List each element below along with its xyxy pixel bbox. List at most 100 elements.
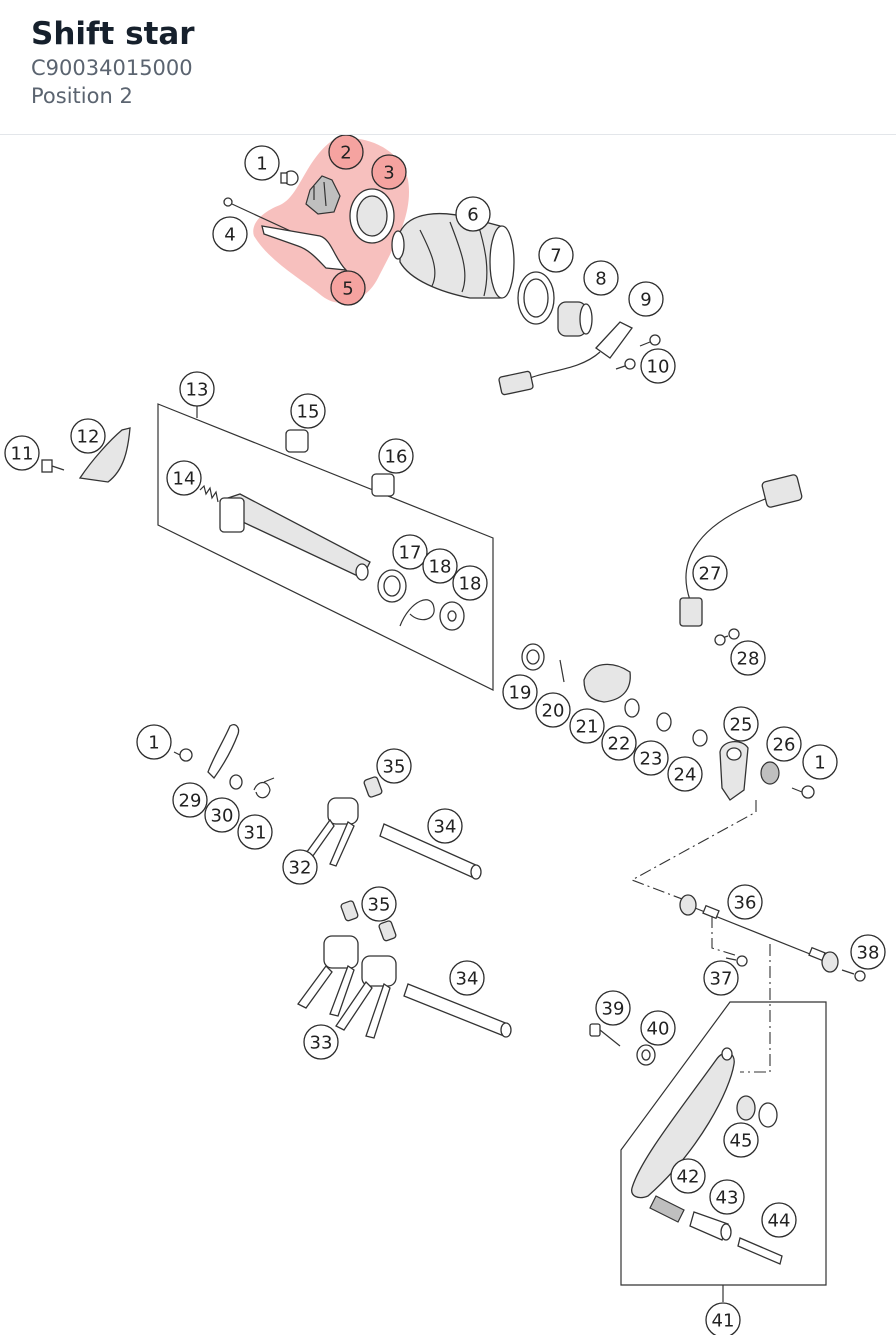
callout-18[interactable]: 18 <box>452 565 488 601</box>
callout-43[interactable]: 43 <box>709 1179 745 1215</box>
callout-31[interactable]: 31 <box>237 814 273 850</box>
callout-circle <box>392 534 428 570</box>
callout-number: 43 <box>716 1188 739 1209</box>
exploded-parts-diagram: 1234567891011121314151617181819202122232… <box>4 135 886 1335</box>
callout-circle <box>538 237 574 273</box>
callout-14[interactable]: 14 <box>166 460 202 496</box>
oil-seal-part <box>521 643 545 671</box>
sensor-holder-part <box>557 301 593 337</box>
callout-circle <box>166 460 202 496</box>
callout-28[interactable]: 28 <box>730 640 766 676</box>
bearing-lever-part <box>736 1095 778 1128</box>
washer-left-part <box>229 774 243 790</box>
callout-18[interactable]: 18 <box>422 548 458 584</box>
callout-number: 26 <box>773 735 796 756</box>
callout-11[interactable]: 11 <box>4 435 40 471</box>
pin-part <box>559 659 565 683</box>
spring-part <box>199 484 219 503</box>
callout-41[interactable]: 41 <box>705 1302 741 1335</box>
callout-22[interactable]: 22 <box>601 725 637 761</box>
callout-35[interactable]: 35 <box>361 886 397 922</box>
callout-32[interactable]: 32 <box>282 849 318 885</box>
callout-3[interactable]: 3 <box>371 154 407 190</box>
shift-shaft-part <box>219 493 371 581</box>
callout-21[interactable]: 21 <box>569 708 605 744</box>
callout-45[interactable]: 45 <box>723 1122 759 1158</box>
callout-number: 41 <box>712 1311 735 1332</box>
gear-position-sensor-part <box>498 321 633 396</box>
callout-25[interactable]: 25 <box>723 706 759 742</box>
callout-6[interactable]: 6 <box>455 196 491 232</box>
callout-36[interactable]: 36 <box>727 884 763 920</box>
callout-circle <box>452 565 488 601</box>
callout-13[interactable]: 13 <box>179 371 215 407</box>
washer-small-part <box>656 712 672 732</box>
callout-1[interactable]: 1 <box>136 724 172 760</box>
circlip-part <box>399 599 435 627</box>
callout-1[interactable]: 1 <box>244 145 280 181</box>
callout-16[interactable]: 16 <box>378 438 414 474</box>
callout-26[interactable]: 26 <box>766 726 802 762</box>
callout-15[interactable]: 15 <box>290 393 326 429</box>
callout-circle <box>595 990 631 1026</box>
bolt-lever-part <box>589 1023 621 1047</box>
callout-29[interactable]: 29 <box>172 782 208 818</box>
callout-circle <box>290 393 326 429</box>
washer-part <box>439 601 465 631</box>
callout-44[interactable]: 44 <box>761 1202 797 1238</box>
callout-19[interactable]: 19 <box>502 674 538 710</box>
callout-circle <box>70 418 106 454</box>
callout-20[interactable]: 20 <box>535 692 571 728</box>
callout-circle <box>212 216 248 252</box>
callout-1[interactable]: 1 <box>802 744 838 780</box>
callout-circle <box>723 706 759 742</box>
callout-circle <box>703 960 739 996</box>
callout-33[interactable]: 33 <box>303 1024 339 1060</box>
callout-24[interactable]: 24 <box>667 756 703 792</box>
pin-lever-part <box>737 1237 783 1265</box>
callout-number: 38 <box>857 943 880 964</box>
callout-35[interactable]: 35 <box>376 748 412 784</box>
callout-number: 36 <box>734 893 757 914</box>
callout-30[interactable]: 30 <box>204 797 240 833</box>
callout-8[interactable]: 8 <box>583 260 619 296</box>
callout-circle <box>692 555 728 591</box>
callout-5[interactable]: 5 <box>330 270 366 306</box>
callout-34[interactable]: 34 <box>449 960 485 996</box>
callout-circle <box>422 548 458 584</box>
callout-23[interactable]: 23 <box>633 740 669 776</box>
page-header: Shift star C90034015000 Position 2 <box>0 0 896 135</box>
screw-part-right <box>791 785 815 799</box>
shift-drum-part <box>391 213 515 299</box>
bearing-part <box>517 271 555 325</box>
callout-4[interactable]: 4 <box>212 216 248 252</box>
callout-number: 14 <box>173 469 196 490</box>
callout-40[interactable]: 40 <box>640 1010 676 1046</box>
callout-39[interactable]: 39 <box>595 990 631 1026</box>
seal-ring-part <box>377 569 407 603</box>
sensor-bolt-part <box>714 628 740 646</box>
callout-9[interactable]: 9 <box>628 281 664 317</box>
callout-circle <box>376 748 412 784</box>
callout-number: 21 <box>576 717 599 738</box>
callout-37[interactable]: 37 <box>703 960 739 996</box>
callout-number: 4 <box>224 225 235 246</box>
callout-27[interactable]: 27 <box>692 555 728 591</box>
callout-number: 32 <box>289 858 312 879</box>
callout-42[interactable]: 42 <box>670 1158 706 1194</box>
callout-number: 17 <box>399 543 422 564</box>
callout-34[interactable]: 34 <box>427 808 463 844</box>
callout-circle <box>502 674 538 710</box>
callout-12[interactable]: 12 <box>70 418 106 454</box>
callout-number: 18 <box>459 574 482 595</box>
callout-circle <box>601 725 637 761</box>
rod-screw-part <box>725 955 748 967</box>
callout-number: 25 <box>730 715 753 736</box>
callout-7[interactable]: 7 <box>538 237 574 273</box>
callout-number: 2 <box>340 143 351 164</box>
callout-10[interactable]: 10 <box>640 348 676 384</box>
callout-2[interactable]: 2 <box>328 135 364 170</box>
callout-38[interactable]: 38 <box>850 934 886 970</box>
callout-number: 39 <box>602 999 625 1020</box>
callout-17[interactable]: 17 <box>392 534 428 570</box>
